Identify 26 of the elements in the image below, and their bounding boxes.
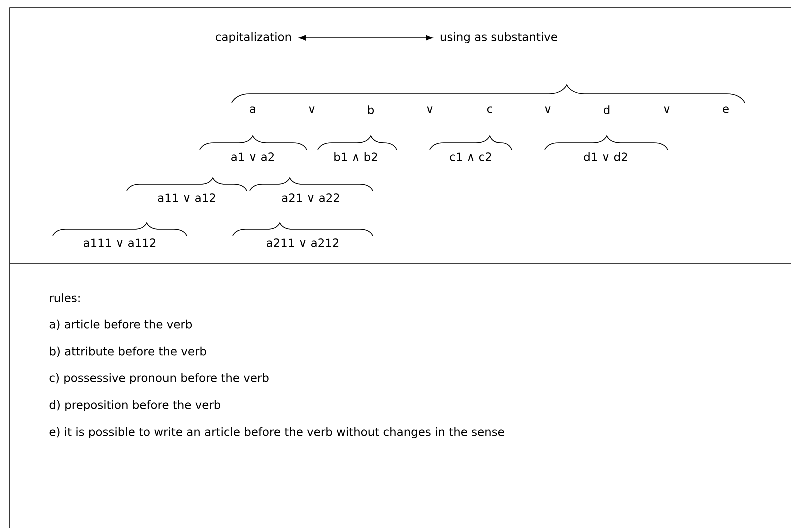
rule-text: c) possessive pronoun before the verb [50,373,269,385]
double-arrow [299,35,433,41]
operator: ∨ [427,106,433,114]
expression: a111 ∨ a112 [84,238,156,248]
expression: a1 ∨ a2 [232,152,274,162]
rule-text: d) preposition before the verb [50,400,221,412]
operator: ∨ [545,106,551,114]
expression: c1 ∧ c2 [450,152,492,162]
rule-text: b) attribute before the verb [50,346,206,358]
expression: a211 ∨ a212 [266,238,339,248]
expression: a11 ∨ a12 [158,194,216,202]
operator: ∨ [309,106,315,114]
term: c [487,106,492,114]
term: d [604,106,610,114]
term: b [368,106,374,114]
rule-text: e) it is possible to write an article before the verb without changes in the sense [50,427,504,439]
operator: ∨ [664,106,670,114]
term-label: capitalization [216,32,292,44]
rule-text: a) article before the verb [50,320,192,330]
expression: d1 ∨ d2 [584,152,628,162]
term: a [250,106,256,114]
term-label: using as substantive [440,32,558,44]
expression: b1 ∧ b2 [334,152,378,162]
expression: a21 ∨ a22 [282,194,340,202]
term: e [723,106,729,114]
rules-heading: rules: [50,294,80,302]
